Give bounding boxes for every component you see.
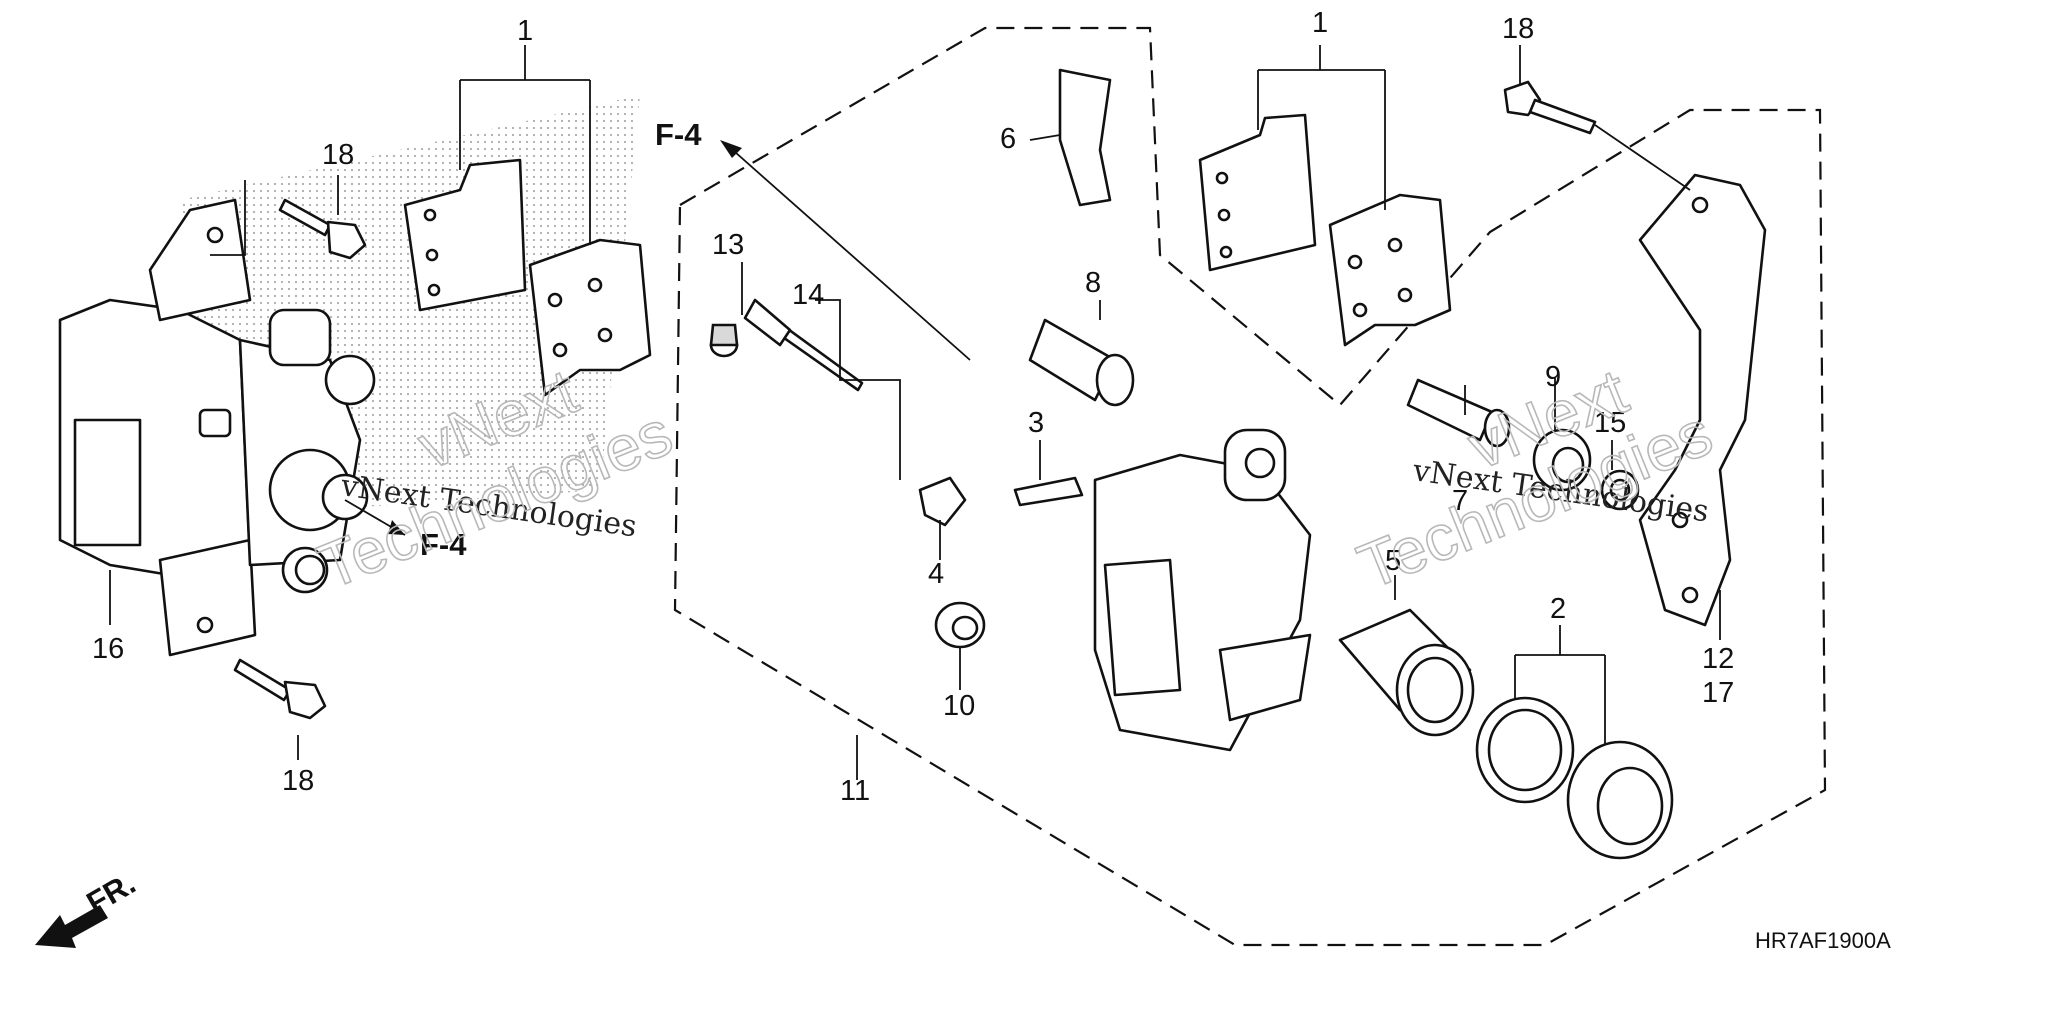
caliper-body[interactable] — [1093, 428, 1312, 752]
callout-5: 5 — [1385, 545, 1401, 577]
bleeder-screw-3[interactable] — [1013, 476, 1084, 507]
callout-1-left: 1 — [517, 15, 533, 47]
callout-18-right: 18 — [1502, 13, 1534, 45]
callout-1-right: 1 — [1312, 7, 1328, 39]
leader-lines — [109, 45, 1721, 780]
boot-9[interactable] — [1532, 428, 1592, 492]
callout-18-bottom-left: 18 — [282, 765, 314, 797]
front-direction-arrow — [35, 905, 108, 948]
callout-9: 9 — [1545, 361, 1561, 393]
callout-12: 12 — [1702, 643, 1734, 675]
callout-2: 2 — [1550, 593, 1566, 625]
callout-labels: 1 18 16 18 F-4 F-4 13 14 6 8 3 4 10 11 1… — [92, 7, 1734, 807]
caliper-assembly-16[interactable] — [58, 198, 376, 657]
slide-pin-14[interactable] — [743, 298, 864, 392]
callout-13: 13 — [712, 229, 744, 261]
callout-15: 15 — [1594, 407, 1626, 439]
brake-pad-right-b[interactable] — [1328, 193, 1452, 347]
callout-3: 3 — [1028, 407, 1044, 439]
bolt-18-bottom-left[interactable] — [233, 658, 327, 720]
callout-7: 7 — [1452, 485, 1468, 517]
bolt-18-right[interactable] — [1503, 80, 1597, 135]
callout-11: 11 — [840, 775, 870, 807]
cap-13[interactable] — [709, 323, 739, 358]
boot-10[interactable] — [934, 601, 986, 649]
slide-pin-7[interactable] — [1406, 378, 1511, 448]
callout-f4-lower: F-4 — [420, 527, 467, 562]
f4-arrow-top — [720, 140, 971, 361]
callout-4: 4 — [928, 558, 944, 590]
bolt-18-top-left[interactable] — [278, 198, 367, 260]
callout-10: 10 — [943, 690, 975, 722]
f4-arrow-lower — [344, 499, 406, 536]
brake-pad-right-a[interactable] — [1198, 113, 1317, 272]
callout-14: 14 — [792, 279, 824, 311]
callout-18-top-left: 18 — [322, 139, 354, 171]
brake-pad-left-a[interactable] — [403, 158, 527, 312]
kit-boundary-11 — [673, 26, 1827, 947]
pad-spring-clip-6[interactable] — [1058, 68, 1112, 207]
diagram-code: HR7AF1900A — [1755, 928, 1891, 953]
ring-15[interactable] — [1600, 469, 1640, 511]
callout-16: 16 — [92, 633, 124, 665]
callout-8: 8 — [1085, 267, 1101, 299]
piston-seal-2a[interactable] — [1475, 696, 1575, 804]
callout-6: 6 — [1000, 123, 1016, 155]
bushing-8[interactable] — [1028, 318, 1135, 407]
piston-5[interactable] — [1338, 608, 1475, 737]
caliper-bracket-12-17[interactable] — [1638, 173, 1767, 627]
callout-f4-top: F-4 — [655, 117, 702, 152]
brake-pad-left-b[interactable] — [528, 238, 652, 397]
piston-seal-2b[interactable] — [1566, 740, 1674, 860]
callout-17: 17 — [1702, 677, 1734, 709]
bleeder-cap-4[interactable] — [918, 476, 967, 527]
